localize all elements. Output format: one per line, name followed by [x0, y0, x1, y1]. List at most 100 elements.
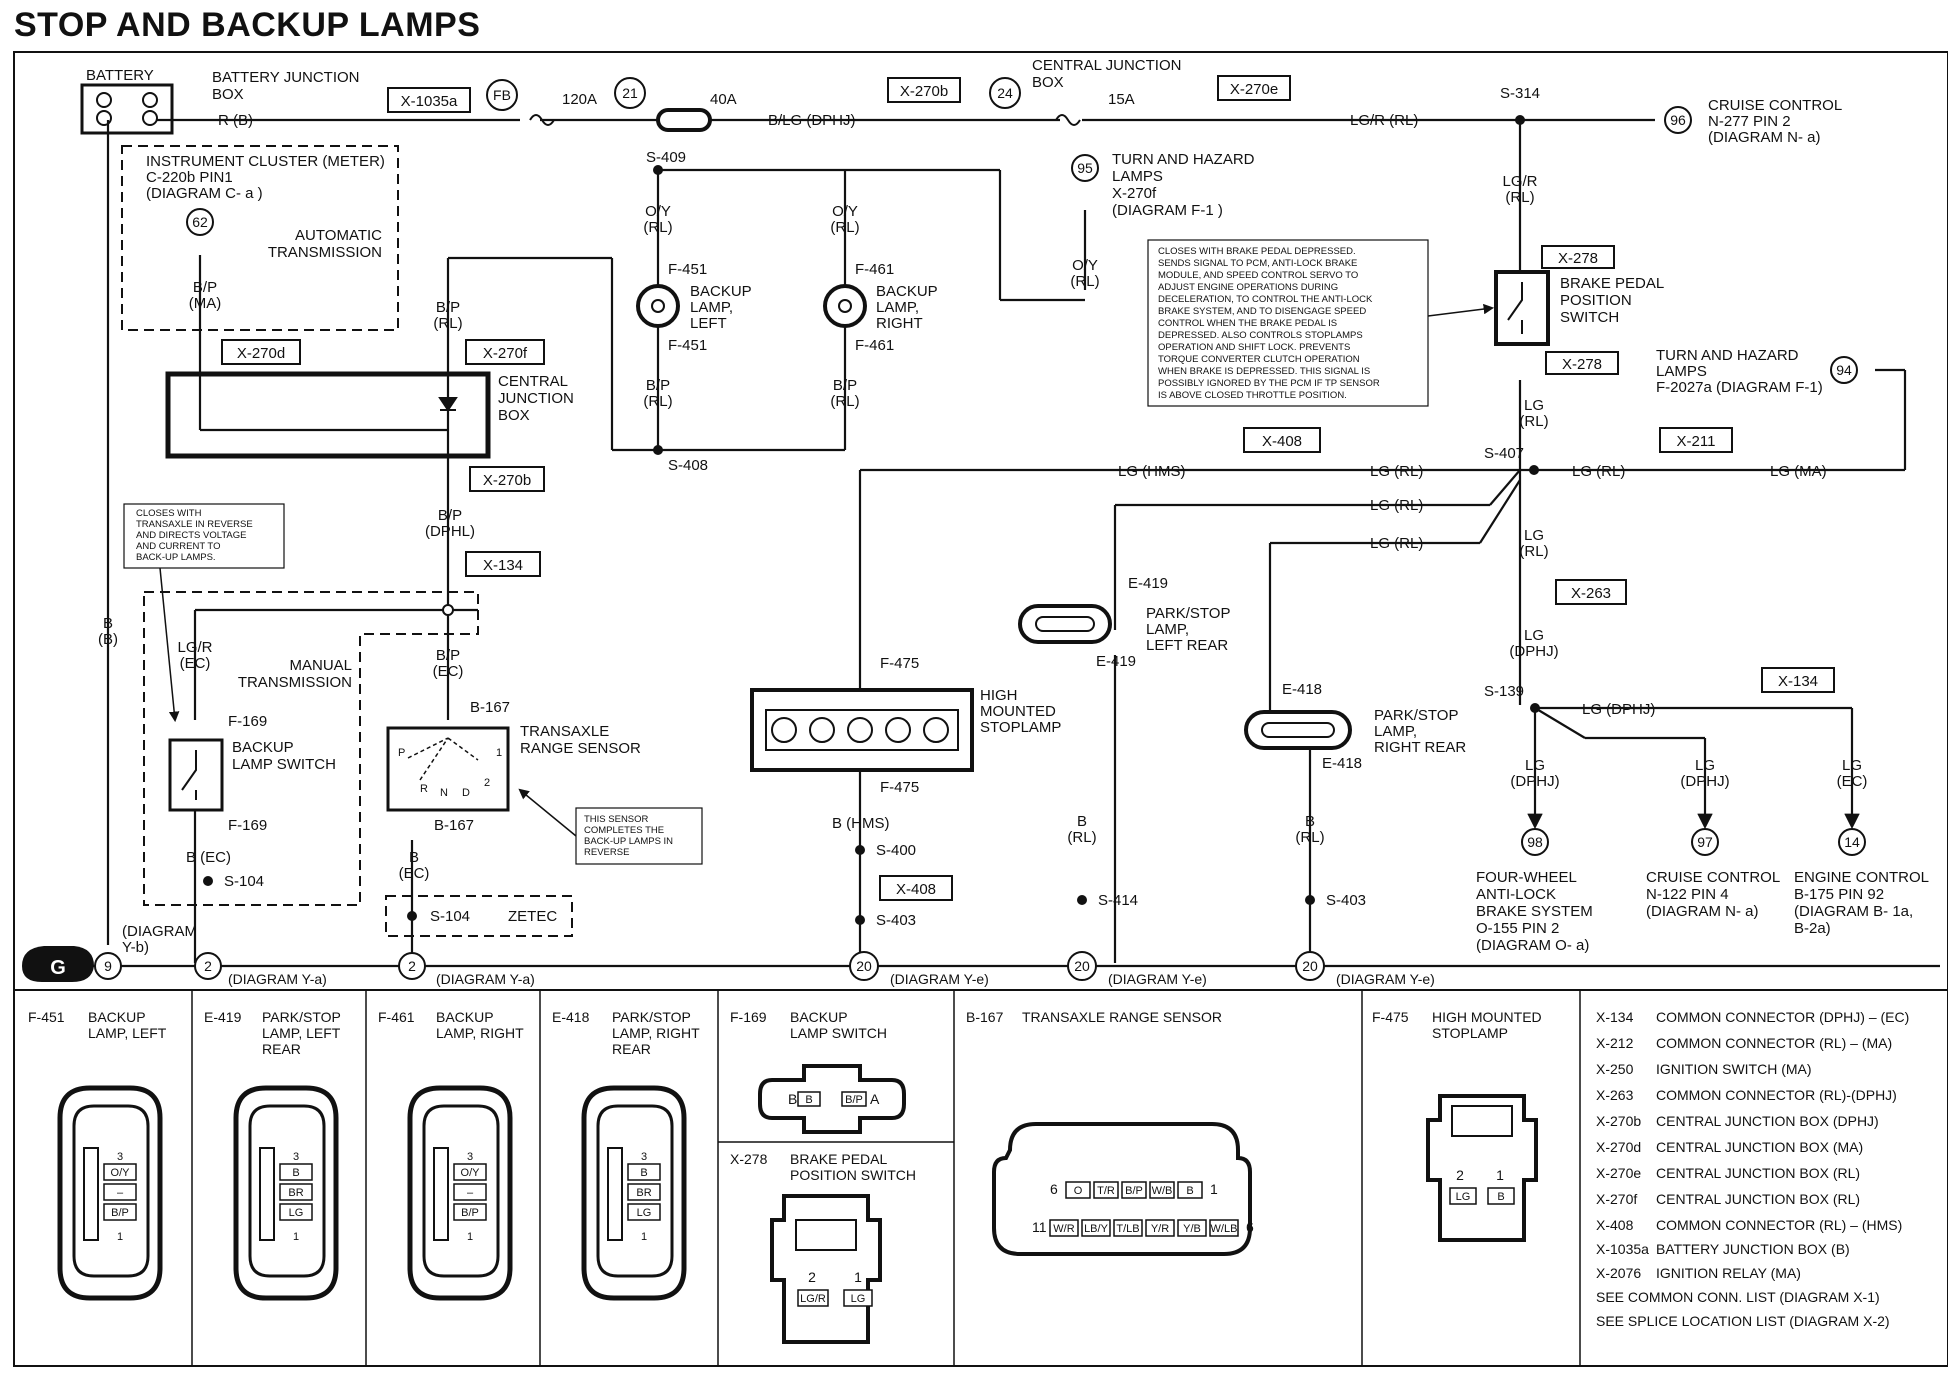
wire-r-b: R (B): [218, 112, 253, 129]
splice-s403a: [855, 915, 865, 925]
brake-switch-contact-icon: [1507, 282, 1523, 334]
backup-lamp-left-bulb-icon: [636, 284, 680, 328]
b167-bottom-label: B-167: [434, 817, 474, 834]
e419-top-label: E-419: [1128, 575, 1168, 592]
splice-s314: [1515, 115, 1525, 125]
connector-x270d-label: X-270d: [237, 345, 285, 362]
connector-x211: [1659, 427, 1733, 453]
central-junction-box: [165, 371, 491, 459]
connector-x408b: [879, 875, 953, 901]
trs-pin-1: 1: [496, 747, 502, 759]
wire-b-rl1: B(RL): [1067, 813, 1096, 846]
svg-text:1: 1: [854, 1269, 862, 1285]
e418-top-label: E-418: [1282, 681, 1322, 698]
f451-top-label: F-451: [668, 261, 707, 278]
splice-s409: [653, 165, 663, 175]
svg-text:B: B: [805, 1094, 812, 1106]
svg-text:B: B: [788, 1091, 797, 1107]
wire-lg-rl-h: LG (RL): [1572, 463, 1625, 480]
ground-2a-label: 2: [204, 958, 212, 974]
svg-text:2: 2: [1456, 1167, 1464, 1183]
wire-lg-dphj-b: LG(DPHJ): [1680, 757, 1729, 790]
svg-text:6: 6: [1246, 1219, 1254, 1235]
e419-bottom-label: E-419: [1096, 653, 1136, 670]
svg-text:W/B: W/B: [1152, 1185, 1173, 1197]
svg-text:SEE SPLICE LOCATION LIST (DIAG: SEE SPLICE LOCATION LIST (DIAGRAM X-2): [1596, 1313, 1890, 1329]
trs-pin-r: R: [420, 783, 428, 795]
trs-pin-2: 2: [484, 777, 490, 789]
ref-95: [1071, 154, 1099, 182]
diagram-title: STOP AND BACKUP LAMPS: [14, 6, 481, 44]
ref-95-label: 95: [1077, 160, 1093, 176]
f169-top-label: F-169: [228, 713, 267, 730]
svg-text:1: 1: [293, 1231, 299, 1243]
svg-text:–: –: [117, 1187, 124, 1199]
splice-s314-label: S-314: [1500, 85, 1540, 102]
svg-text:COMMON CONNECTOR (RL) – (MA): COMMON CONNECTOR (RL) – (MA): [1656, 1035, 1892, 1051]
diagram-frame: [13, 51, 1948, 991]
svg-text:LG: LG: [289, 1207, 304, 1219]
switch-contact-icon: [181, 750, 197, 800]
range-sensor-contacts-icon: [407, 737, 479, 781]
ref-62-label: 62: [192, 214, 208, 230]
f461-top-label: F-461: [855, 261, 894, 278]
connector-x211-label: X-211: [1677, 433, 1716, 450]
f475-bottom-label: F-475: [880, 779, 919, 796]
wire-oy-rl-3: O/Y(RL): [1070, 257, 1099, 290]
ground-20c-label: 20: [1302, 958, 1318, 974]
fuse-15a-label: 15A: [1108, 91, 1135, 108]
ref-fb-label: FB: [493, 87, 511, 103]
svg-text:B: B: [640, 1167, 647, 1179]
svg-text:3: 3: [641, 1151, 647, 1163]
splice-s407: [1529, 465, 1539, 475]
splice-s403a-label: S-403: [876, 912, 916, 929]
splice-s408-label: S-408: [668, 457, 708, 474]
splice-s414-label: S-414: [1098, 892, 1138, 909]
backup-lamp-right-bulb-icon: [823, 284, 867, 328]
svg-text:11: 11: [1032, 1219, 1047, 1235]
svg-text:X-250: X-250: [1596, 1061, 1634, 1077]
svg-text:1: 1: [1210, 1181, 1218, 1197]
svg-text:COMMON CONNECTOR (RL) – (HMS): COMMON CONNECTOR (RL) – (HMS): [1656, 1217, 1902, 1233]
fuse-120a-label: 120A: [562, 91, 597, 108]
connector-x270f-label: X-270f: [483, 345, 528, 362]
svg-text:CENTRAL JUNCTION BOX (DPHJ): CENTRAL JUNCTION BOX (DPHJ): [1656, 1113, 1879, 1129]
ref-24: [989, 77, 1021, 109]
wire-bp-ec: B/P(EC): [433, 647, 464, 680]
ref-21-label: 21: [622, 85, 638, 101]
svg-text:1: 1: [117, 1231, 123, 1243]
splice-s139-label: S-139: [1484, 683, 1524, 700]
svg-text:B/P: B/P: [1125, 1185, 1143, 1197]
wire-b-ec: B (EC): [186, 849, 231, 866]
f169-bottom-label: F-169: [228, 817, 267, 834]
ground-g-label: G: [50, 957, 66, 979]
splice-x134: [442, 604, 454, 616]
wire-b-hms: B (HMS): [832, 815, 890, 832]
manual-transmission-box: [143, 591, 479, 906]
ground-g: [22, 946, 94, 982]
svg-text:3: 3: [467, 1151, 473, 1163]
splice-s407-label: S-407: [1484, 445, 1524, 462]
trs-pin-d: D: [462, 787, 470, 799]
svg-text:B: B: [1497, 1191, 1504, 1203]
connector-x134-label: X-134: [483, 557, 523, 574]
connector-x408-label: X-408: [1262, 433, 1302, 450]
ground-9: [94, 952, 122, 980]
b167-top-label: B-167: [470, 699, 510, 716]
trs-pin-p: P: [398, 747, 405, 759]
ground-20a-label: 20: [856, 958, 872, 974]
wire-lgr-rl: LG/R(RL): [1502, 173, 1537, 206]
svg-text:X-1035a: X-1035a: [1596, 1241, 1649, 1257]
svg-text:CENTRAL JUNCTION BOX (MA): CENTRAL JUNCTION BOX (MA): [1656, 1139, 1863, 1155]
svg-text:B: B: [292, 1167, 299, 1179]
